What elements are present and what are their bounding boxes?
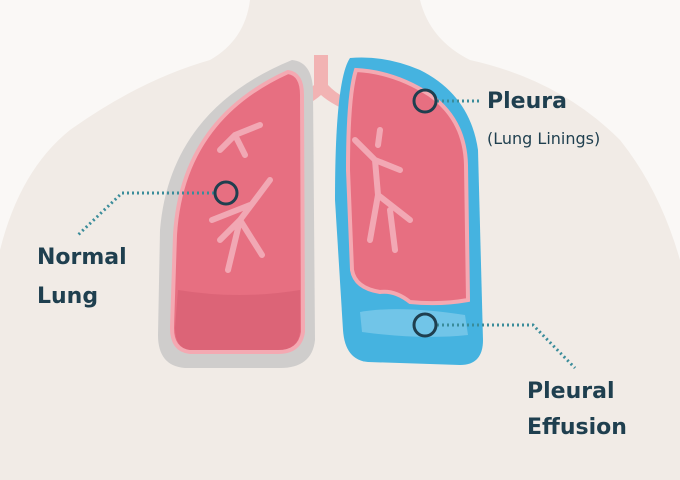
pleura-label: Pleura bbox=[487, 89, 567, 114]
pleural-effusion-label-line2: Effusion bbox=[527, 415, 627, 440]
normal-lung-label-line2: Lung bbox=[37, 284, 99, 309]
pleural-effusion-label-line1: Pleural bbox=[527, 379, 615, 404]
bronchi-right bbox=[352, 127, 413, 253]
normal-lung-marker bbox=[213, 180, 239, 206]
normal-lung-label-line1: Normal bbox=[37, 245, 127, 270]
effusion-leader bbox=[437, 323, 577, 370]
normal-lung-shade bbox=[175, 290, 300, 350]
leader-lines bbox=[76, 99, 577, 370]
normal-lung-leader bbox=[76, 191, 214, 237]
pleura-sublabel: (Lung Linings) bbox=[487, 129, 601, 148]
bronchi-left bbox=[209, 122, 273, 273]
pleura-marker bbox=[412, 88, 438, 114]
effusion-marker bbox=[412, 312, 438, 338]
